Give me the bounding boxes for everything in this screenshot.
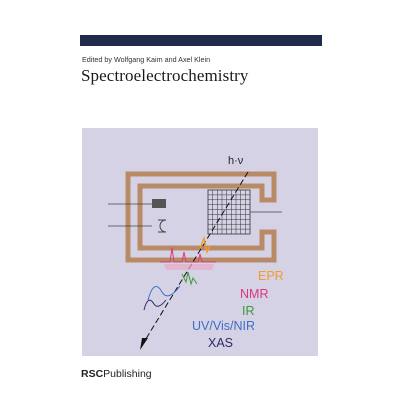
cell-frame xyxy=(125,171,277,263)
uvvis-spectrum xyxy=(147,285,181,301)
technique-label: IR xyxy=(242,304,255,318)
publisher-suffix: Publishing xyxy=(103,368,152,380)
nmr-baseline xyxy=(164,264,214,270)
xas-spectrum xyxy=(143,299,167,311)
top-color-bar xyxy=(80,35,322,46)
technique-label: NMR xyxy=(240,287,268,301)
technique-label: UV/Vis/NIR xyxy=(192,319,255,333)
ir-spectrum xyxy=(181,271,198,286)
book-title: Spectroelectrochemistry xyxy=(81,66,249,85)
editors-line: Edited by Wolfgang Kaim and Axel Klein xyxy=(82,55,211,64)
reference-electrode xyxy=(158,219,167,233)
light-label: h·ν xyxy=(228,155,244,167)
technique-label: EPR xyxy=(258,269,284,283)
beam-arrow-icon xyxy=(140,338,148,350)
grid-electrode xyxy=(207,189,251,235)
publisher-logo: RSCPublishing xyxy=(81,368,152,380)
epr-spectrum xyxy=(199,235,211,255)
electrode-block xyxy=(152,199,166,208)
technique-label: XAS xyxy=(208,336,233,350)
illustration-panel xyxy=(82,128,318,356)
publisher-brand: RSC xyxy=(81,368,104,380)
nmr-spectrum xyxy=(160,247,216,263)
light-beam xyxy=(143,171,249,343)
